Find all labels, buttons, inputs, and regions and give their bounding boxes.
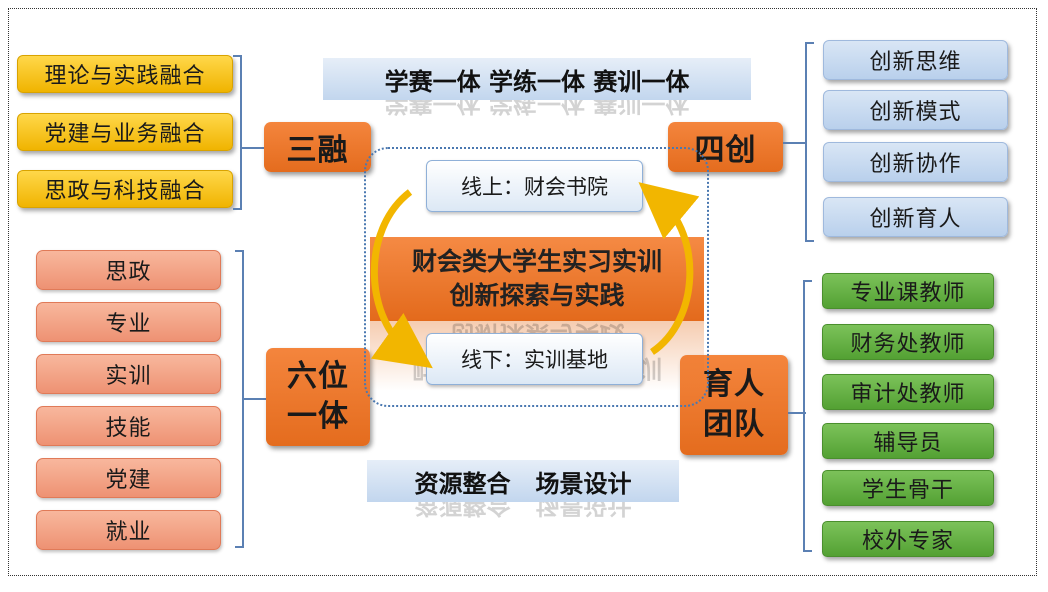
- center-cycle-ring: [364, 147, 709, 407]
- liu-wei-connector: [244, 398, 266, 400]
- yu-ren-title: 育人团队: [680, 355, 788, 455]
- yu-ren-item-6: 校外专家: [822, 521, 994, 557]
- si-chuang-item-1: 创新思维: [823, 40, 1008, 80]
- yu-ren-item-3: 审计处教师: [822, 374, 994, 410]
- san-rong-item-3: 思政与科技融合: [17, 170, 233, 208]
- liu-wei-item-2: 专业: [36, 302, 221, 342]
- si-chuang-connector: [783, 142, 805, 144]
- liu-wei-item-4: 技能: [36, 406, 221, 446]
- bottom-banner: 资源整合 场景设计: [367, 460, 679, 502]
- si-chuang-item-4: 创新育人: [823, 197, 1008, 237]
- bottom-banner-reflection: 资源整合 场景设计: [414, 502, 632, 519]
- liu-wei-item-5: 党建: [36, 458, 221, 498]
- si-chuang-item-2: 创新模式: [823, 90, 1008, 130]
- liu-wei-bracket: [235, 250, 244, 548]
- yu-ren-connector: [788, 412, 806, 414]
- san-rong-item-2: 党建与业务融合: [17, 113, 233, 151]
- liu-wei-title: 六位一体: [266, 348, 370, 446]
- center-title: 财会类大学生实习实训创新探索与实践: [370, 237, 704, 321]
- top-banner: 学赛一体 学练一体 赛训一体: [323, 58, 751, 100]
- diagram-frame: [8, 8, 1037, 576]
- yu-ren-item-4: 辅导员: [822, 423, 994, 459]
- right-cycle-arrow: [638, 182, 700, 355]
- liu-wei-item-3: 实训: [36, 354, 221, 394]
- san-rong-bracket: [233, 55, 242, 210]
- liu-wei-item-6: 就业: [36, 510, 221, 550]
- san-rong-connector: [242, 147, 264, 149]
- san-rong-item-1: 理论与实践融合: [17, 55, 233, 93]
- san-rong-title: 三融: [264, 122, 371, 172]
- si-chuang-item-3: 创新协作: [823, 142, 1008, 182]
- yu-ren-item-1: 专业课教师: [822, 273, 994, 309]
- yu-ren-bracket: [803, 280, 812, 552]
- left-cycle-arrow: [370, 189, 433, 369]
- yu-ren-item-2: 财务处教师: [822, 324, 994, 360]
- online-box: 线上：财会书院: [426, 160, 643, 212]
- offline-box: 线下：实训基地: [426, 333, 643, 385]
- yu-ren-item-5: 学生骨干: [822, 470, 994, 506]
- si-chuang-bracket: [805, 42, 814, 242]
- liu-wei-item-1: 思政: [36, 250, 221, 290]
